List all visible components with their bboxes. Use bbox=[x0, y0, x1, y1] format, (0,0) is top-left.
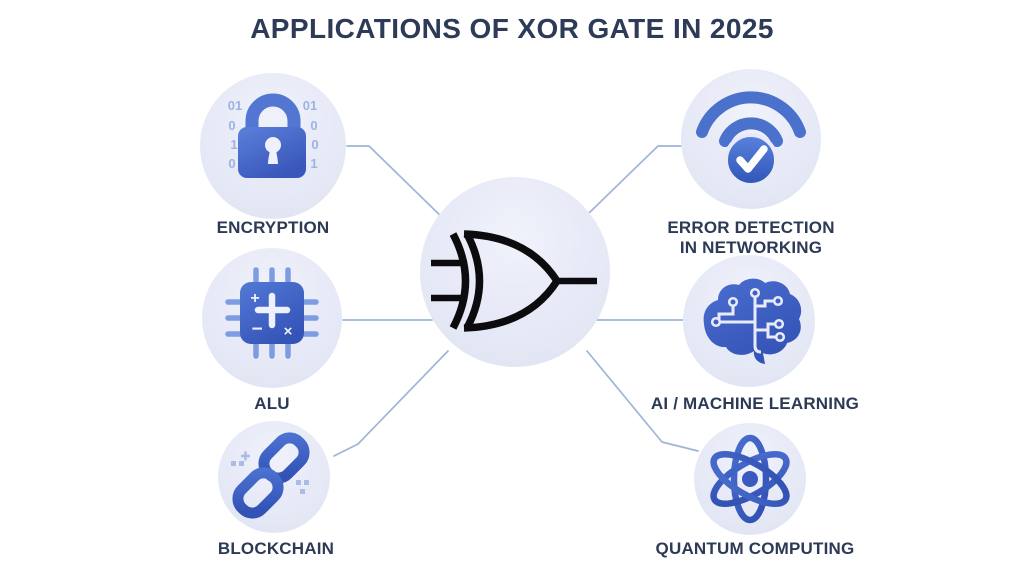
quantum-node bbox=[694, 423, 806, 535]
minus-sign: − bbox=[251, 319, 262, 340]
page-title: APPLICATIONS OF XOR GATE IN 2025 bbox=[250, 13, 774, 44]
xor-input-arc bbox=[449, 232, 470, 330]
svg-text:0: 0 bbox=[228, 118, 235, 133]
svg-text:1: 1 bbox=[310, 156, 317, 171]
xor-gate-node bbox=[420, 177, 610, 367]
atom-orbits bbox=[710, 434, 790, 524]
blockchain-node bbox=[218, 421, 330, 533]
atom-nucleus bbox=[742, 471, 758, 487]
wifi-check-icon bbox=[696, 91, 806, 187]
lock-shackle bbox=[245, 93, 301, 139]
padlock-binary-icon: 01 0 1 0 01 0 0 1 bbox=[228, 93, 319, 178]
connector-blockchain bbox=[333, 350, 449, 457]
connector-quantum bbox=[586, 350, 699, 452]
alu-label: ALU bbox=[254, 394, 290, 413]
error-detection-label-line1: ERROR DETECTION bbox=[667, 218, 835, 237]
xor-body-arc bbox=[463, 232, 484, 330]
svg-text:01: 01 bbox=[303, 98, 317, 113]
svg-text:0: 0 bbox=[310, 118, 317, 133]
connector-error-detection bbox=[587, 145, 689, 215]
connector-encryption bbox=[346, 145, 450, 225]
times-sign: × bbox=[284, 323, 293, 340]
keyhole bbox=[265, 137, 281, 153]
check-mark bbox=[736, 145, 768, 173]
brain-circuit-icon bbox=[703, 278, 802, 364]
ai-ml-label: AI / MACHINE LEARNING bbox=[650, 394, 860, 413]
sparkles bbox=[231, 451, 309, 494]
chip-pins bbox=[225, 267, 319, 359]
svg-text:01: 01 bbox=[228, 98, 242, 113]
error-detection-label-line2: IN NETWORKING bbox=[679, 238, 823, 257]
error-detection-label: ERROR DETECTION IN NETWORKING bbox=[601, 218, 901, 258]
chain-link-lower bbox=[232, 467, 284, 519]
chain-link-icon bbox=[231, 432, 310, 519]
svg-text:0: 0 bbox=[311, 137, 318, 152]
alu-node: + − × bbox=[202, 248, 342, 388]
chip-arithmetic-icon: + − × bbox=[225, 267, 319, 359]
wifi-arcs bbox=[696, 91, 806, 147]
atom-icon bbox=[710, 434, 790, 524]
keyhole-stem bbox=[268, 150, 278, 164]
svg-text:1: 1 bbox=[230, 137, 237, 152]
encryption-node: 01 0 1 0 01 0 0 1 bbox=[200, 73, 346, 219]
binary-digits: 01 0 1 0 01 0 0 1 bbox=[228, 98, 319, 171]
circuit-traces bbox=[717, 296, 777, 354]
circuit-nodes bbox=[710, 287, 786, 343]
big-plus bbox=[254, 292, 291, 329]
encryption-label: ENCRYPTION bbox=[216, 218, 330, 237]
error-detection-node bbox=[681, 69, 821, 209]
blockchain-label: BLOCKCHAIN bbox=[217, 539, 335, 558]
small-plus: + bbox=[250, 290, 259, 307]
xor-gate-symbol bbox=[431, 230, 597, 332]
ai-ml-node bbox=[683, 255, 815, 387]
svg-text:0: 0 bbox=[228, 156, 235, 171]
quantum-label: QUANTUM COMPUTING bbox=[655, 539, 855, 558]
